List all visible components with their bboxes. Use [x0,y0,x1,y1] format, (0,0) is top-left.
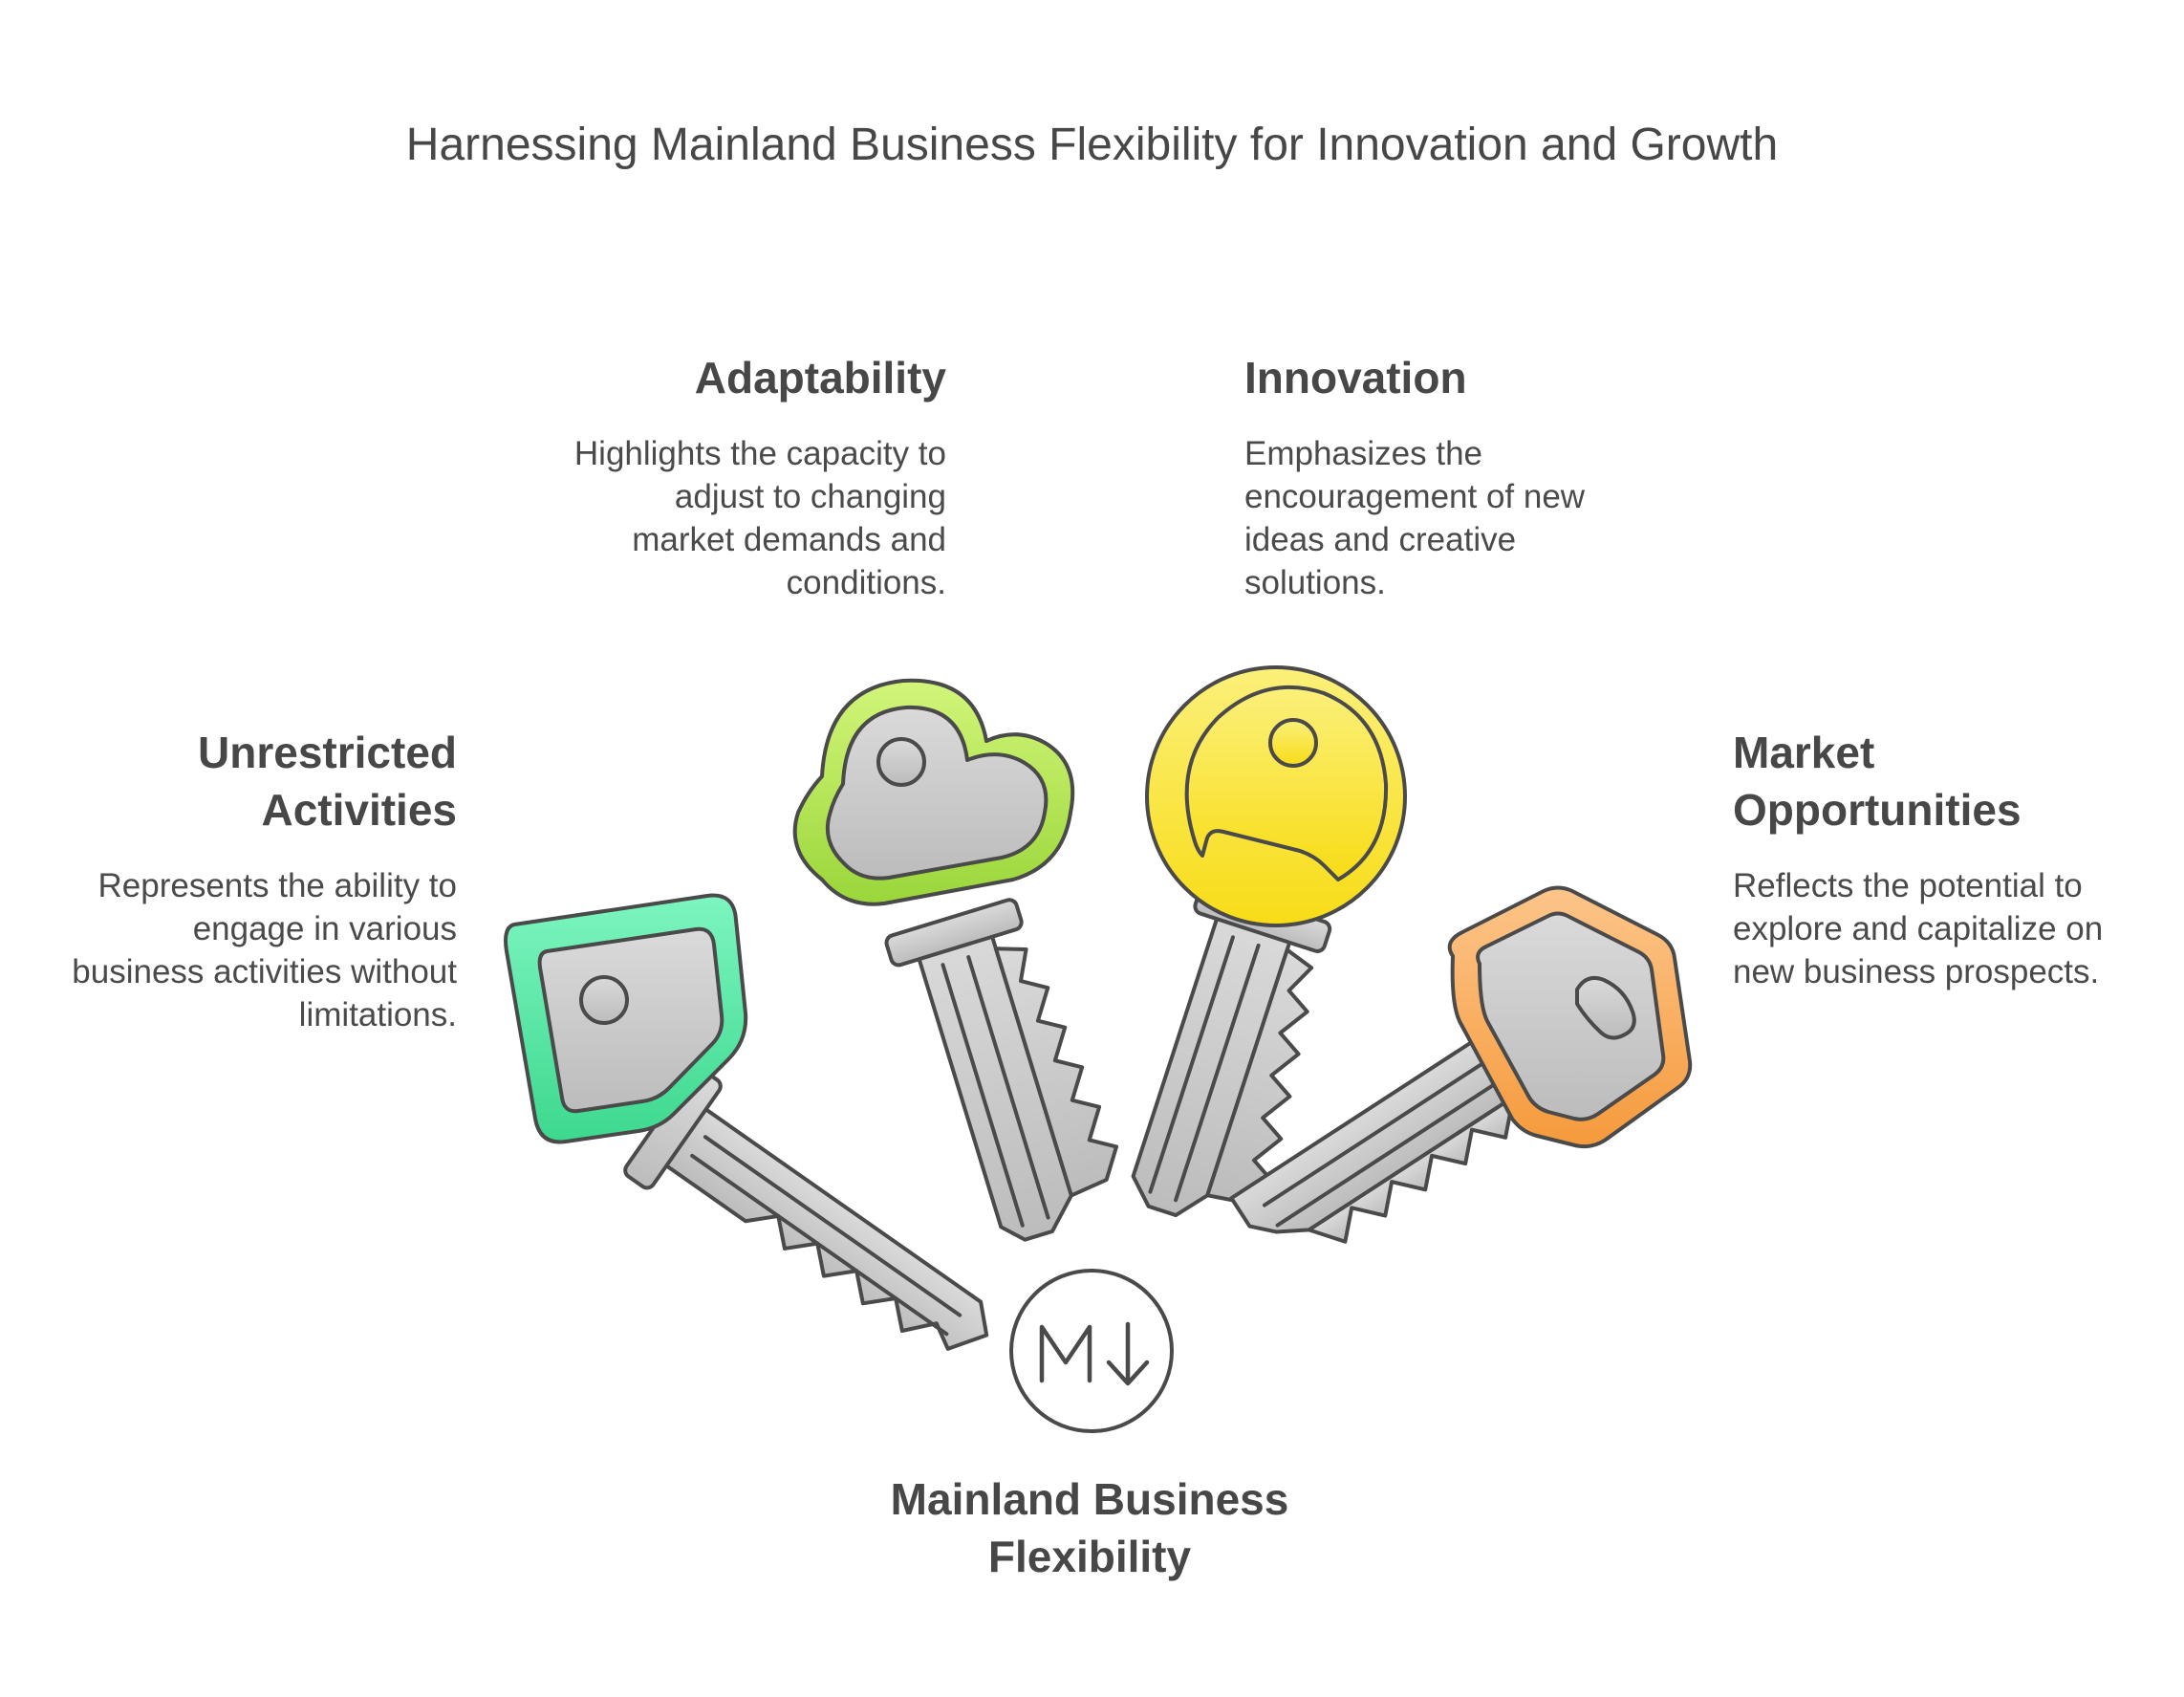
market-opportunities-heading: Market Opportunities [1733,728,2022,835]
innovation-description: Emphasizes the encouragement of new idea… [1244,435,1586,601]
unrestricted-activities-description: Represents the ability to engage in vari… [72,867,457,1033]
hexagon-key-icon [1229,885,1693,1244]
market-opportunities-description: Reflects the potential to explore and ca… [1733,867,2104,990]
square-key-icon [504,893,989,1351]
round-key-icon [1131,665,1407,1218]
cloud-key-icon [792,678,1119,1242]
adaptability-description: Highlights the capacity to adjust to cha… [573,435,946,601]
unrestricted-activities-heading: Unrestricted Activities [198,728,457,835]
markdown-arrow-icon [1009,1269,1174,1433]
adaptability-heading: Adaptability [694,353,946,402]
center-heading: Mainland Business Flexibility [890,1474,1289,1581]
diagram-title: Harnessing Mainland Business Flexibility… [405,120,1779,170]
innovation-heading: Innovation [1244,353,1467,402]
